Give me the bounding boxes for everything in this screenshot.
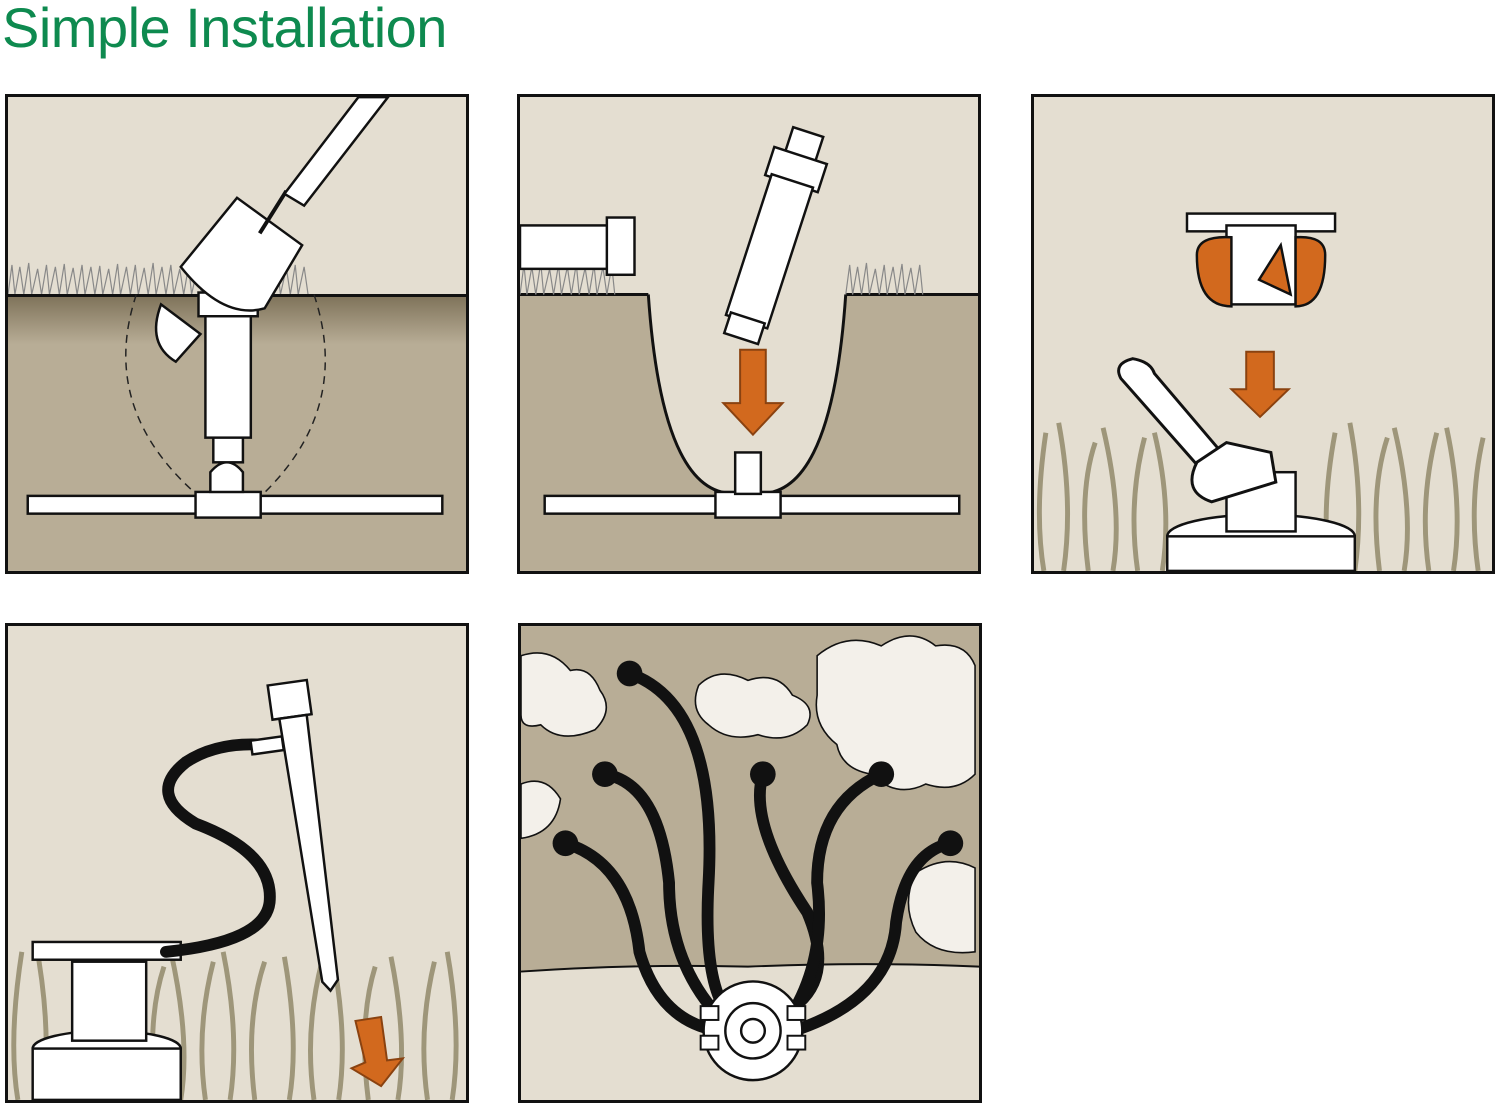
sprinkler-body-icon — [722, 125, 829, 346]
shrubs — [521, 635, 976, 954]
sprinkler-body-icon — [197, 291, 259, 464]
spare-sprinkler-icon — [520, 216, 636, 277]
insert-illustration — [520, 125, 978, 571]
step-panel-insert — [517, 94, 981, 574]
pipe-tee-icon — [26, 461, 444, 519]
step-panel-dig — [5, 94, 469, 574]
pipe-tee-icon — [543, 451, 961, 519]
down-arrow-icon — [721, 348, 785, 437]
dig-outline-right — [254, 294, 326, 503]
down-arrow-icon — [1228, 350, 1292, 419]
connect-illustration — [11, 678, 459, 1100]
step-panel-connect — [5, 623, 469, 1103]
tubing-icon — [559, 667, 957, 1039]
wrench-icon — [1117, 357, 1278, 504]
route-illustration — [521, 626, 979, 1082]
rotate-arrow-icon — [1195, 235, 1327, 308]
step-panel-route — [518, 623, 982, 1103]
sprinkler-cap-icon — [1166, 470, 1357, 571]
drip-stake-icon — [249, 678, 340, 993]
manifold-icon — [699, 980, 807, 1082]
page-title: Simple Installation — [2, 0, 447, 59]
grass — [1036, 422, 1486, 571]
down-arrow-icon — [349, 1015, 406, 1088]
dig-outline-left — [125, 294, 206, 503]
manifold-icon — [31, 940, 182, 1100]
dig-illustration — [8, 97, 466, 571]
tubing-icon — [160, 738, 276, 958]
step-panel-attach — [1031, 94, 1495, 574]
trowel-icon — [154, 97, 390, 364]
emitter-icon — [552, 660, 964, 857]
attach-illustration — [1036, 212, 1486, 571]
